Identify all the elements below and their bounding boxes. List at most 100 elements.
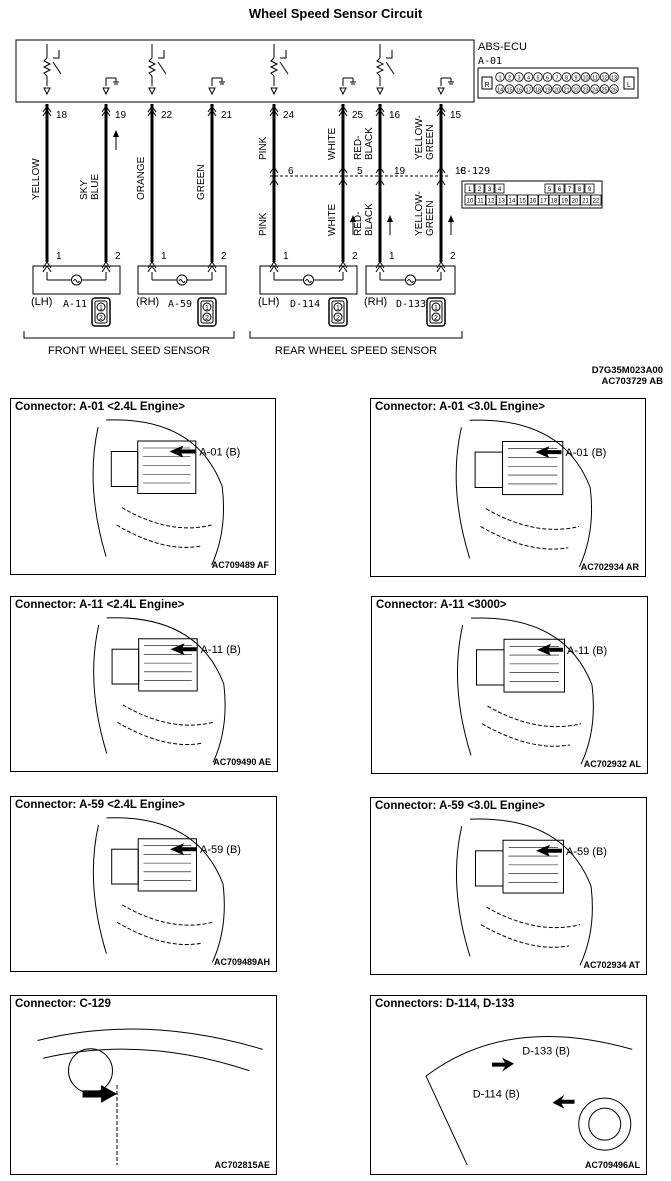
ecu-connector-pin (533, 72, 543, 82)
ecu-terminal-symbol (148, 87, 156, 96)
c129-connector-pin (548, 194, 560, 206)
sensor-side: (RH) (136, 296, 159, 308)
ecu-connector-id: A-01 (478, 56, 502, 67)
sensor-side: (LH) (31, 296, 52, 308)
c129-pin-number: 19 (394, 166, 406, 177)
terminal-chevron (269, 166, 279, 174)
sensor-coil-symbol (407, 279, 414, 283)
sensor-pin-number: 1 (283, 251, 289, 262)
wire-color-text: GREEN (425, 124, 436, 160)
sensor-connector-pin (333, 312, 343, 322)
ecu-pin-number: 21 (221, 110, 233, 121)
callout-label: D-133 (B) (522, 1046, 570, 1058)
callout-label: A-59 (B) (200, 844, 241, 856)
wire-color-text: RED- (353, 212, 364, 236)
diagram-title: Wheel Speed Sensor Circuit (248, 6, 423, 21)
ecu-pin-number: 22 (161, 110, 173, 121)
ecu-connector-pin (495, 72, 505, 82)
terminal-chevron (436, 166, 446, 174)
ecu-connector-pin-label: 13 (611, 76, 617, 82)
callout-label: A-01 (B) (565, 447, 606, 459)
terminal-chevron (338, 261, 348, 269)
wire-color-text: YELLOW (31, 158, 42, 200)
switch-symbol (157, 61, 167, 75)
panel-caption: Connector: A-59 <2.4L Engine> (15, 799, 185, 811)
ecu-connector-pin (523, 72, 534, 82)
connector-panel: A-11 (B)Connector: A-11 <2.4L Engine>AC7… (10, 596, 278, 772)
ecu-pin-number: 16 (389, 110, 401, 121)
wire-color-text: BLUE (90, 174, 101, 200)
sensor-coil-symbol (305, 279, 312, 283)
wire-color-text: BLACK (364, 127, 375, 160)
terminal-chevron (375, 166, 385, 174)
wire-color-text: SKY (79, 180, 90, 200)
ecu-connector-pin-label: 8 (565, 76, 568, 82)
c129-connector-pin-label: 19 (561, 199, 568, 205)
location-arrow (170, 643, 197, 656)
terminal-chevron (101, 109, 111, 117)
sensor-pin-number: 2 (221, 251, 227, 262)
terminal-chevron (375, 105, 385, 113)
terminal-chevron (101, 261, 111, 269)
sensor-connector-face (94, 300, 108, 324)
terminal-chevron (436, 109, 446, 117)
location-arrow (536, 844, 562, 857)
ecu-connector-pin-label: 26 (611, 88, 617, 94)
c129-connector-pin-label: 8 (578, 187, 582, 193)
panel-caption: Connector: A-59 <3.0L Engine> (375, 800, 545, 812)
connector-location-drawing: A-11 (B) (456, 617, 607, 765)
ecu-unit (111, 848, 139, 885)
body-outline (455, 826, 471, 957)
c129-connector-pin-label: 4 (498, 187, 502, 193)
terminal-chevron (269, 109, 279, 117)
connector-panel: A-01 (B)Connector: A-01 <2.4L Engine>AC7… (10, 398, 276, 575)
panel-code: AC702932 AL (583, 759, 641, 769)
ecu-connector-mark: R (484, 82, 489, 89)
sensor-coil-symbol (176, 274, 188, 286)
hood-outline (469, 818, 593, 966)
sensor-body (137, 265, 227, 295)
sensor-pin-number: 2 (115, 251, 121, 262)
wire-color-label-lower: WHITE (327, 203, 338, 236)
c129-connector-pin-label: 18 (551, 199, 558, 205)
wire-color-text: WHITE (327, 127, 338, 160)
hood-outline (106, 419, 224, 566)
c129-pin-number: 5 (357, 166, 363, 177)
location-arrow (82, 1085, 117, 1103)
terminal-chevron (375, 109, 385, 117)
front-group-label: FRONT WHEEL SEED SENSOR (48, 345, 210, 357)
wire-color-text: PINK (258, 212, 269, 236)
c129-connector-pin (464, 194, 476, 206)
sensor-connector-pin-label: 1 (336, 305, 340, 312)
harness-line (116, 921, 202, 946)
wire-color-label-lower: RED-BLACK (353, 203, 375, 236)
ecu-pin-number: 19 (115, 110, 127, 121)
hood-outline (469, 419, 593, 568)
terminal-chevron (269, 178, 279, 186)
wire-color-text: PINK (258, 136, 269, 160)
terminal-chevron (338, 105, 348, 113)
sensor-connector-id: D-133 (396, 299, 426, 310)
ecu-unit (475, 850, 504, 887)
ecu-connector-key (623, 76, 635, 90)
ecu-connector-pin (514, 72, 524, 82)
engine-block (138, 638, 198, 692)
ecu-terminal-symbol (339, 87, 347, 96)
ecu-connector-pin-label: 7 (555, 76, 558, 82)
c129-connector-pin (544, 183, 555, 194)
c129-connector-pin (574, 183, 585, 194)
c129-connector-pin-label: 2 (478, 187, 482, 193)
ecu-box (15, 39, 475, 103)
ecu-connector-pin-label: 16 (516, 88, 522, 94)
sensor-connector-pin-label: 2 (434, 315, 438, 322)
location-arrow (492, 1057, 514, 1072)
harness-line (116, 524, 202, 548)
switch-symbol (52, 61, 62, 75)
sensor-connector-face (331, 300, 345, 324)
ecu-connector-pin-label: 22 (573, 88, 579, 94)
terminal-chevron (436, 178, 446, 186)
ecu-connector-pin-label: 1 (498, 76, 501, 82)
sensor-side: (RH) (364, 296, 387, 308)
c129-connector-pin (538, 194, 549, 206)
sensor-connector-pin (431, 302, 441, 312)
